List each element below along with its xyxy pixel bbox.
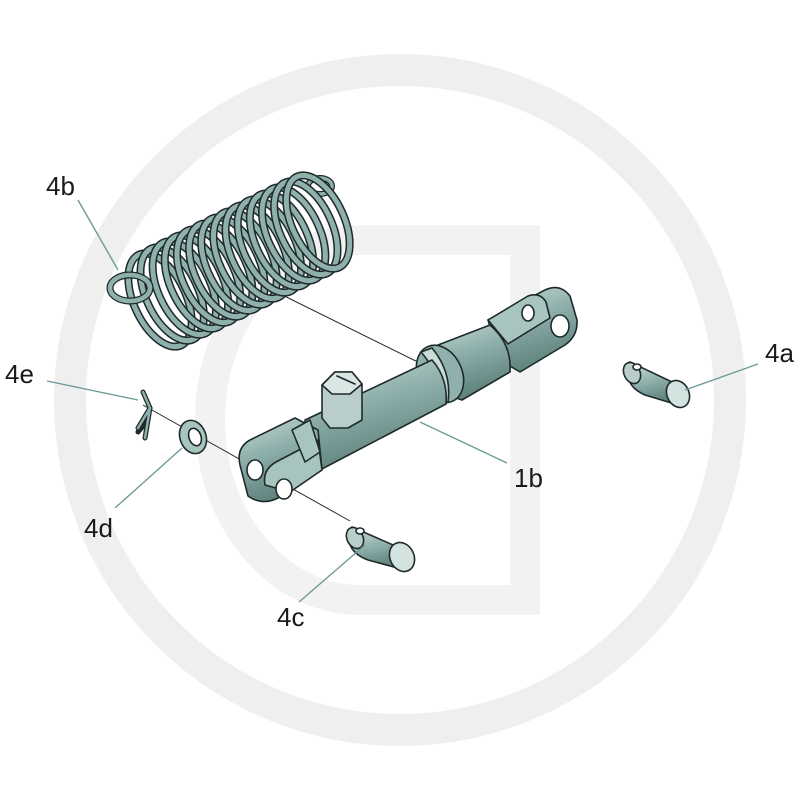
washer (178, 419, 208, 455)
callout-labels: 4b 4a 4e 4d 4c 1b (5, 171, 794, 632)
spring (106, 171, 354, 351)
label-washer: 4d (84, 513, 113, 543)
clevis-pin-4a (622, 361, 691, 409)
label-pin-lower: 4c (277, 602, 304, 632)
label-rod: 1b (514, 463, 543, 493)
label-cotter: 4e (5, 359, 34, 389)
label-spring: 4b (46, 171, 75, 201)
spring-coil-fill (271, 178, 340, 278)
label-pin-right: 4a (765, 338, 794, 368)
spring-coil-fill (283, 172, 353, 272)
clevis-pin-4c (345, 526, 416, 573)
leader-lines (46, 199, 759, 603)
spring-coil-fill (259, 184, 328, 284)
spring-coil-fill (247, 190, 316, 290)
adjustable-rod (238, 286, 578, 503)
cotter-pin (135, 389, 153, 441)
